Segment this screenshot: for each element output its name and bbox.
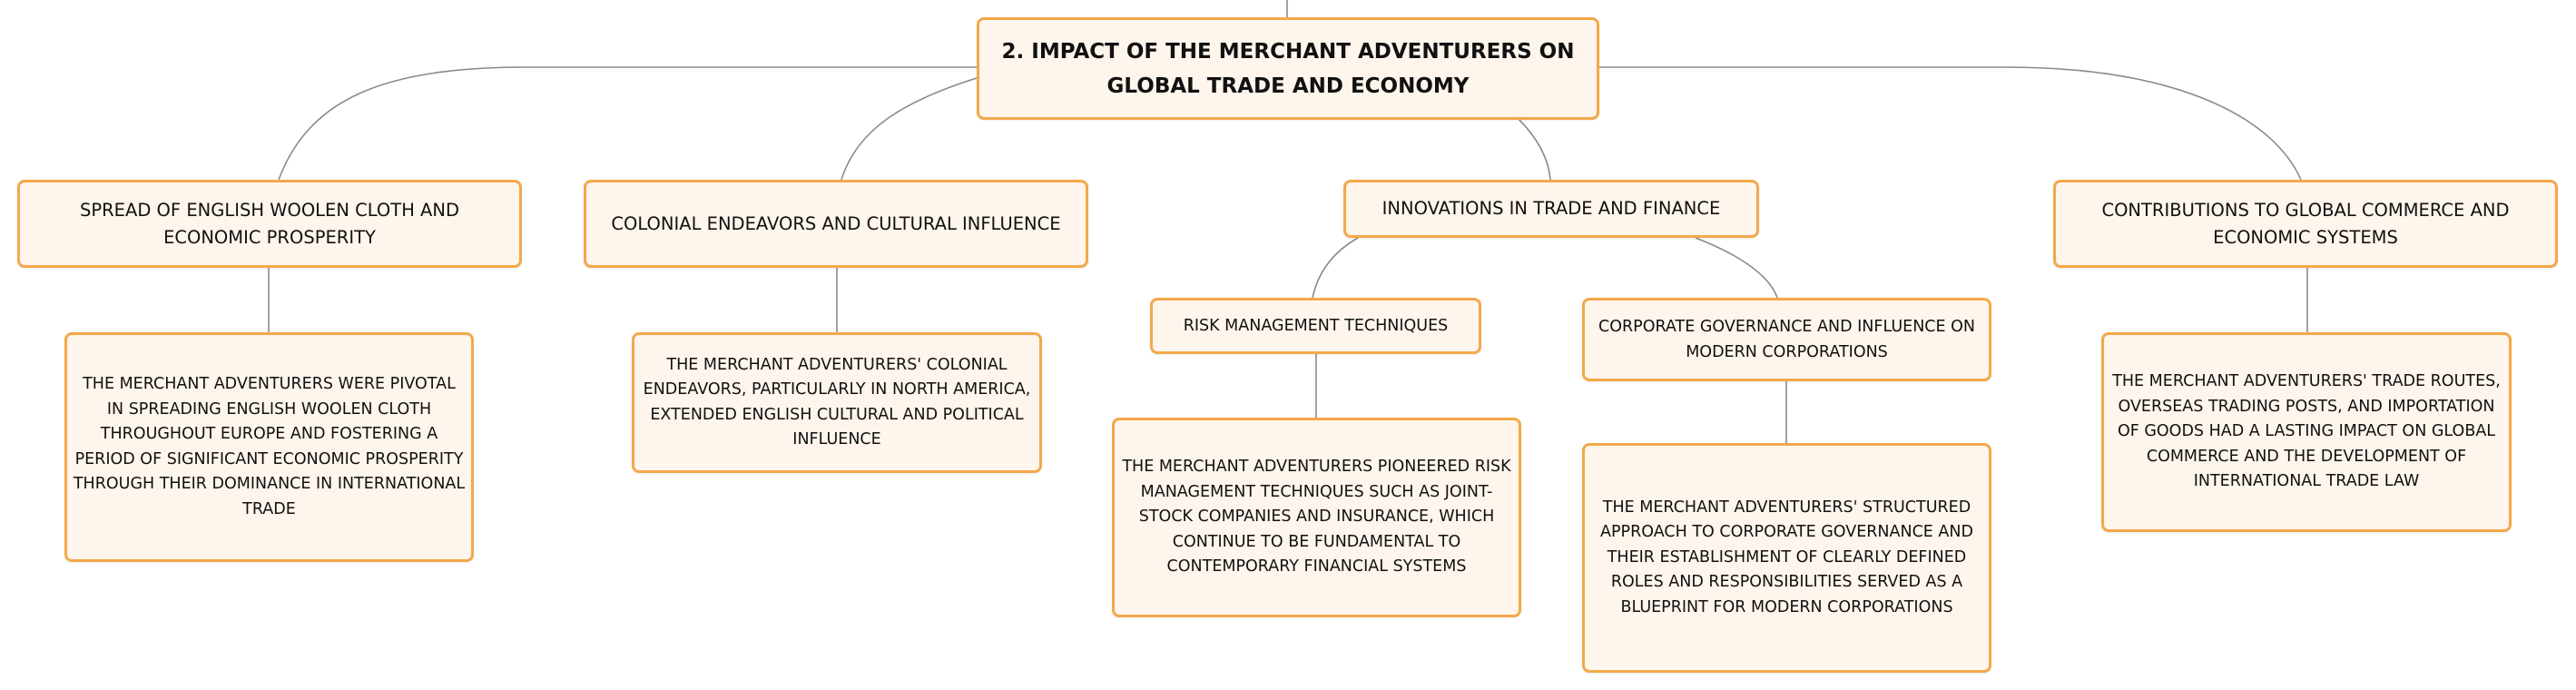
sub-topic-2-detail-text: THE MERCHANT ADVENTURERS' STRUCTURED APP… bbox=[1600, 498, 1973, 616]
sub-topic-2-label: CORPORATE GOVERNANCE AND INFLUENCE ON MO… bbox=[1598, 318, 1976, 361]
sub-topic-1-detail-text: THE MERCHANT ADVENTURERS PIONEERED RISK … bbox=[1122, 458, 1511, 577]
connector-root-to-branch-4 bbox=[1596, 66, 2302, 181]
branch-1-detail-node[interactable]: THE MERCHANT ADVENTURERS WERE PIVOTAL IN… bbox=[64, 332, 474, 562]
branch-2-label: COLONIAL ENDEAVORS AND CULTURAL INFLUENC… bbox=[611, 212, 1061, 234]
root-topic-label: 2. IMPACT OF THE MERCHANT ADVENTURERS ON… bbox=[1001, 39, 1575, 98]
sub-topic-2-detail-node[interactable]: THE MERCHANT ADVENTURERS' STRUCTURED APP… bbox=[1582, 443, 1991, 673]
sub-topic-1-node[interactable]: RISK MANAGEMENT TECHNIQUES bbox=[1150, 298, 1481, 354]
branch-2-detail-text: THE MERCHANT ADVENTURERS' COLONIAL ENDEA… bbox=[643, 355, 1031, 449]
connector-root-to-branch-3 bbox=[1517, 117, 1551, 181]
connector-branch-3-to-sub-1 bbox=[1312, 237, 1359, 299]
branch-4-label: CONTRIBUTIONS TO GLOBAL COMMERCE AND ECO… bbox=[2101, 199, 2510, 248]
connector-branch-3-to-sub-2 bbox=[1695, 237, 1778, 299]
branch-1-node[interactable]: SPREAD OF ENGLISH WOOLEN CLOTH AND ECONO… bbox=[17, 180, 522, 268]
sub-topic-1-label: RISK MANAGEMENT TECHNIQUES bbox=[1183, 317, 1449, 335]
branch-4-detail-node[interactable]: THE MERCHANT ADVENTURERS' TRADE ROUTES, … bbox=[2101, 332, 2512, 532]
sub-topic-1-detail-node[interactable]: THE MERCHANT ADVENTURERS PIONEERED RISK … bbox=[1112, 418, 1521, 617]
branch-1-detail-text: THE MERCHANT ADVENTURERS WERE PIVOTAL IN… bbox=[73, 375, 466, 518]
branch-2-node[interactable]: COLONIAL ENDEAVORS AND CULTURAL INFLUENC… bbox=[584, 180, 1088, 268]
branch-3-label: INNOVATIONS IN TRADE AND FINANCE bbox=[1381, 198, 1721, 219]
connector-root-to-branch-2 bbox=[841, 77, 978, 181]
branch-3-node[interactable]: INNOVATIONS IN TRADE AND FINANCE bbox=[1343, 180, 1759, 238]
branch-2-detail-node[interactable]: THE MERCHANT ADVENTURERS' COLONIAL ENDEA… bbox=[632, 332, 1042, 473]
branch-4-node[interactable]: CONTRIBUTIONS TO GLOBAL COMMERCE AND ECO… bbox=[2053, 180, 2558, 268]
connector-root-to-branch-1 bbox=[278, 66, 977, 181]
branch-1-label: SPREAD OF ENGLISH WOOLEN CLOTH AND ECONO… bbox=[80, 199, 459, 248]
branch-4-detail-text: THE MERCHANT ADVENTURERS' TRADE ROUTES, … bbox=[2112, 372, 2501, 491]
root-topic-node[interactable]: 2. IMPACT OF THE MERCHANT ADVENTURERS ON… bbox=[977, 17, 1599, 120]
sub-topic-2-node[interactable]: CORPORATE GOVERNANCE AND INFLUENCE ON MO… bbox=[1582, 298, 1991, 381]
